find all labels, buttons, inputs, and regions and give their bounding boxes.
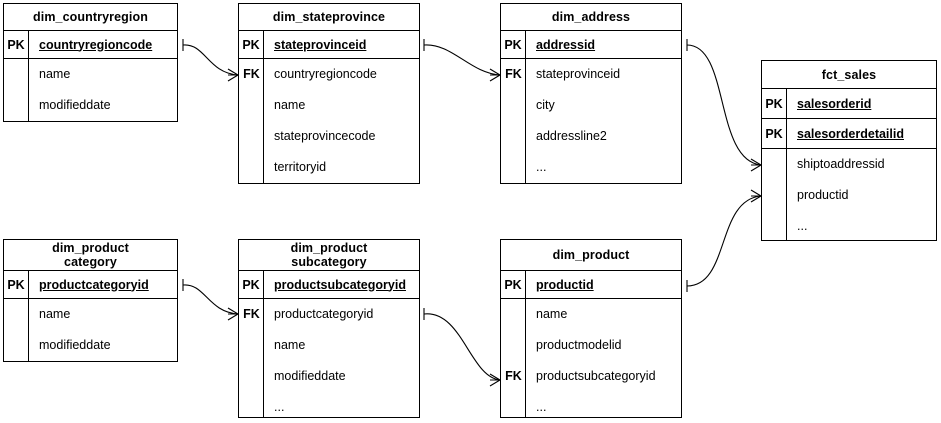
pk-row[interactable]: PK addressid — [501, 31, 681, 59]
field-list: FK productcategoryid name modifieddate .… — [239, 299, 419, 417]
fk-label: FK — [505, 369, 522, 383]
field-list: name modifieddate — [4, 59, 177, 121]
field-row: modifieddate — [274, 369, 346, 383]
entity-fct-sales[interactable]: fct_sales PK salesorderid PK salesorderd… — [761, 60, 937, 241]
field-name: addressid — [536, 37, 596, 52]
fk-gutter — [762, 149, 787, 240]
pk-row[interactable]: PK productsubcategoryid — [239, 271, 419, 299]
field-list: FK name productmodelid productsubcategor… — [501, 299, 681, 417]
field-name: countryregioncode — [39, 37, 153, 52]
fk-gutter: FK — [239, 299, 264, 417]
key-label: PK — [762, 89, 787, 118]
field-list: shiptoaddressid productid ... — [762, 149, 936, 240]
key-label: PK — [4, 271, 29, 298]
field-row: stateprovinceid — [536, 67, 621, 81]
entity-title: dim_product — [501, 240, 681, 271]
pk-row[interactable]: PK productcategoryid — [4, 271, 177, 299]
fk-gutter — [4, 299, 29, 361]
field-row: territoryid — [274, 160, 327, 174]
field-name: stateprovinceid — [274, 37, 367, 52]
key-label: PK — [501, 31, 526, 58]
field-row: productcategoryid — [274, 307, 374, 321]
fk-gutter: FK — [501, 299, 526, 417]
field-row: stateprovincecode — [274, 129, 376, 143]
entity-dim-stateprovince[interactable]: dim_stateprovince PK stateprovinceid FK … — [238, 3, 420, 184]
field-row: name — [39, 307, 71, 321]
fk-gutter: FK — [501, 59, 526, 183]
key-label: PK — [239, 31, 264, 58]
relationship-countryregion-stateprovince — [182, 39, 239, 82]
field-row: ... — [536, 400, 547, 414]
field-row: modifieddate — [39, 338, 111, 352]
field-row: name — [274, 98, 306, 112]
field-row: shiptoaddressid — [797, 157, 885, 171]
key-label: PK — [239, 271, 264, 298]
field-row: productmodelid — [536, 338, 622, 352]
key-label: PK — [762, 119, 787, 148]
field-list: name modifieddate — [4, 299, 177, 361]
entity-dim-countryregion[interactable]: dim_countryregion PK countryregioncode n… — [3, 3, 178, 122]
field-row: ... — [536, 160, 547, 174]
field-list: FK stateprovinceid city addressline2 ... — [501, 59, 681, 183]
fk-gutter: FK — [239, 59, 264, 183]
field-row: ... — [274, 400, 285, 414]
entity-title: dim_countryregion — [4, 4, 177, 31]
key-label: PK — [4, 31, 29, 58]
fk-label: FK — [505, 67, 522, 81]
field-row: name — [39, 67, 71, 81]
field-name: productid — [536, 277, 594, 292]
key-label: PK — [501, 271, 526, 298]
fk-label: FK — [243, 67, 260, 81]
relationship-address-sales — [686, 39, 762, 172]
relationship-subcategory-product — [423, 308, 501, 387]
pk-row[interactable]: PK stateprovinceid — [239, 31, 419, 59]
field-row: city — [536, 98, 555, 112]
field-name: productsubcategoryid — [274, 277, 406, 292]
field-row: name — [536, 307, 568, 321]
field-name: salesorderdetailid — [797, 126, 904, 141]
field-row: addressline2 — [536, 129, 607, 143]
relationship-productcategory-subcategory — [182, 279, 239, 321]
relationship-product-sales — [686, 189, 762, 292]
pk-row[interactable]: PK countryregioncode — [4, 31, 177, 59]
field-name: productcategoryid — [39, 277, 149, 292]
entity-title: fct_sales — [762, 61, 936, 89]
field-list: FK countryregioncode name stateprovincec… — [239, 59, 419, 183]
field-row: productsubcategoryid — [536, 369, 656, 383]
field-row: ... — [797, 219, 808, 233]
relationship-stateprovince-address — [423, 39, 501, 82]
field-name: salesorderid — [797, 96, 872, 111]
pk-row[interactable]: PK salesorderdetailid — [762, 119, 936, 149]
field-row: countryregioncode — [274, 67, 377, 81]
pk-row[interactable]: PK salesorderid — [762, 89, 936, 119]
field-row: modifieddate — [39, 98, 111, 112]
entity-dim-product[interactable]: dim_product PK productid FK name product… — [500, 239, 682, 418]
entity-title: dim_address — [501, 4, 681, 31]
fk-gutter — [4, 59, 29, 121]
entity-dim-address[interactable]: dim_address PK addressid FK stateprovinc… — [500, 3, 682, 184]
pk-row[interactable]: PK productid — [501, 271, 681, 299]
field-row: name — [274, 338, 306, 352]
field-row: productid — [797, 188, 849, 202]
entity-title: dim_stateprovince — [239, 4, 419, 31]
fk-label: FK — [243, 307, 260, 321]
